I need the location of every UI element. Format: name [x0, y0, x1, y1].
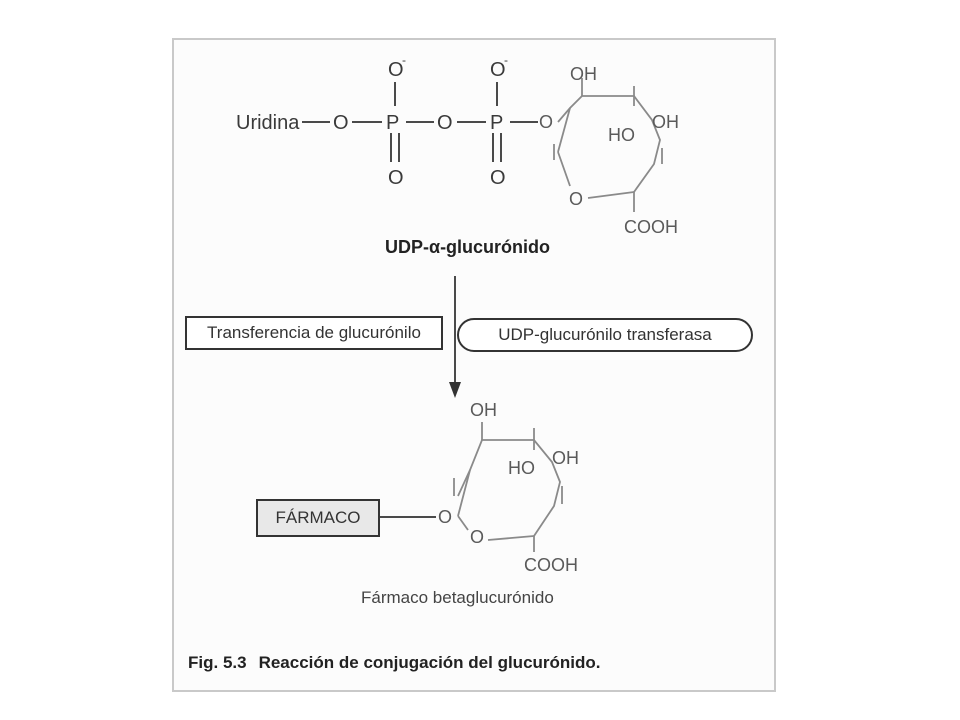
- ring-top-bottom-edge: [587, 191, 635, 199]
- ring-product-left-edge: [457, 469, 471, 497]
- figure-frame: [172, 38, 776, 692]
- ring-top-outline: [557, 95, 661, 193]
- oxygen-2: O: [437, 112, 453, 134]
- glucuronide-ring-product: O O OH HO OH COOH: [380, 400, 579, 575]
- ring-top-carboxyl: COOH: [624, 217, 678, 237]
- figure-caption: Fig. 5.3 Reacción de conjugación del gluc…: [188, 653, 601, 673]
- figure-caption-text: Reacción de conjugación del glucurónido.: [258, 653, 601, 672]
- phosphate-2-charge: -: [504, 53, 508, 67]
- ring-top-ho: HO: [608, 125, 635, 145]
- ring-top-oxygen: O: [569, 189, 583, 209]
- phosphate-1-top-oxygen: O: [388, 59, 404, 81]
- enzyme-label: UDP-glucurónilo transferasa: [457, 318, 753, 352]
- phosphorus-1: P: [386, 112, 399, 134]
- phosphorus-2: P: [490, 112, 503, 134]
- phosphate-1-charge: -: [402, 53, 406, 67]
- oxygen-1: O: [333, 112, 349, 134]
- product-name: Fármaco betaglucurónido: [361, 588, 554, 607]
- uridine-label: Uridina: [236, 112, 300, 134]
- ring-product-bottom-edge: [487, 535, 535, 541]
- ring-product-oh-1: OH: [470, 400, 497, 420]
- ring-product-outline: [457, 439, 561, 537]
- udp-glucuronide-title: UDP-α-glucurónido: [385, 237, 551, 257]
- ring-top-oh-2: OH: [652, 112, 679, 132]
- transfer-step-box: Transferencia de glucurónilo: [185, 316, 443, 350]
- ring-product-ho: HO: [508, 458, 535, 478]
- drug-box: FÁRMACO: [256, 499, 380, 537]
- ring-product-lower-left: [457, 515, 469, 531]
- glycosidic-oxygen: O: [539, 112, 553, 132]
- glucuronide-ring-top: O O OH HO OH COOH: [539, 64, 679, 237]
- figure-number: Fig. 5.3: [188, 653, 247, 672]
- phosphate-2-bottom-oxygen: O: [490, 167, 506, 189]
- ring-top-oh-1: OH: [570, 64, 597, 84]
- reaction-arrow-head: [449, 382, 461, 398]
- ring-top-left-edge: [557, 107, 571, 153]
- product-glycosidic-oxygen: O: [438, 507, 452, 527]
- ring-product-oh-2: OH: [552, 448, 579, 468]
- phosphate-1-bottom-oxygen: O: [388, 167, 404, 189]
- ring-product-carboxyl: COOH: [524, 555, 578, 575]
- ring-top-lower-left: [557, 151, 571, 187]
- ring-product-oxygen: O: [470, 527, 484, 547]
- phosphate-2-top-oxygen: O: [490, 59, 506, 81]
